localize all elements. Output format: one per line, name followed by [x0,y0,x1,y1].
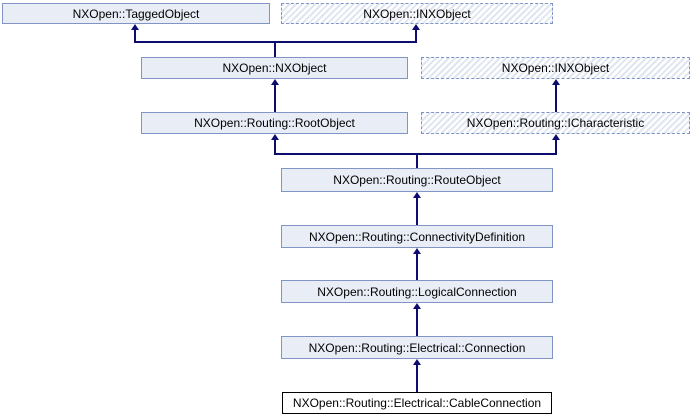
inheritance-edge-stub-nxobject [274,43,276,57]
class-node-nxopen-taggedobject[interactable]: NXOpen::TaggedObject [2,3,270,24]
inheritance-edge-stem [134,29,136,43]
inheritance-edge-stem [416,197,418,225]
inheritance-arrowhead-to-icharacteristic [552,134,560,140]
inheritance-edge-stem [274,139,276,155]
inheritance-edge-hline [274,153,557,155]
inheritance-edge-stem [416,253,418,280]
inheritance-arrowhead-to-electrical-connection [413,359,421,365]
inheritance-arrowhead-to-inxobject-top [412,24,420,30]
inheritance-arrowhead-to-inxobject-mid [552,79,560,85]
class-node-routing-icharacteristic[interactable]: NXOpen::Routing::ICharacteristic [421,112,690,134]
inheritance-edge-stem [416,364,418,392]
class-node-electrical-cableconnection-current: NXOpen::Routing::Electrical::CableConnec… [282,392,552,414]
inheritance-edge-stub-routeobject [416,155,418,168]
inheritance-edge-stem [274,84,276,112]
inheritance-arrowhead-to-nxobject [271,79,279,85]
inheritance-arrowhead-to-connectivitydefinition [413,248,421,254]
inheritance-edge-stem [555,84,557,112]
class-node-routing-rootobject[interactable]: NXOpen::Routing::RootObject [141,112,408,134]
inheritance-edge-hline [134,41,417,43]
class-node-nxopen-inxobject-mid[interactable]: NXOpen::INXObject [421,57,690,79]
class-node-nxopen-inxobject-top[interactable]: NXOpen::INXObject [281,3,553,24]
class-node-nxopen-nxobject[interactable]: NXOpen::NXObject [141,57,408,79]
inheritance-arrowhead-to-logicalconnection [413,303,421,309]
inheritance-edge-stem [416,308,418,336]
class-node-routing-routeobject[interactable]: NXOpen::Routing::RouteObject [281,168,553,192]
inheritance-arrowhead-to-routeobject [413,192,421,198]
inheritance-edge-stem [415,29,417,43]
class-node-routing-connectivitydefinition[interactable]: NXOpen::Routing::ConnectivityDefinition [281,225,553,248]
inheritance-arrowhead-to-rootobject [271,134,279,140]
inheritance-edge-stem [555,139,557,155]
class-node-routing-logicalconnection[interactable]: NXOpen::Routing::LogicalConnection [281,280,553,303]
inheritance-arrowhead-to-taggedobject [131,24,139,30]
class-node-electrical-connection[interactable]: NXOpen::Routing::Electrical::Connection [281,336,553,359]
